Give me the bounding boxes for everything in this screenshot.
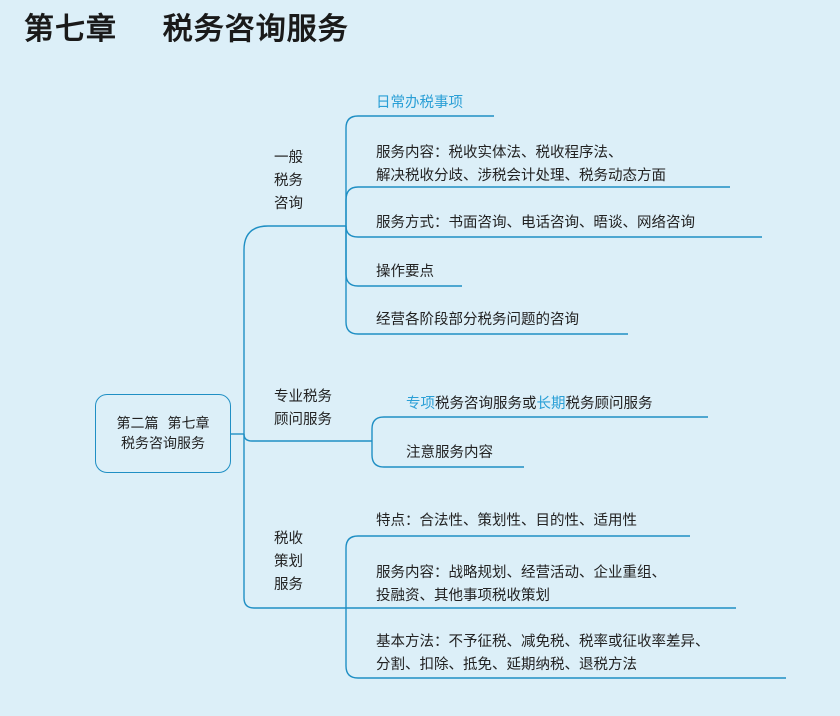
fan-2-item2 xyxy=(371,441,524,468)
branch-label-line: 顾问服务 xyxy=(274,412,332,428)
branch-label-line: 专业税务 xyxy=(274,389,332,405)
fan-3-item1 xyxy=(345,535,690,608)
item-line: 解决税收分歧、涉税会计处理、税务动态方面 xyxy=(376,168,666,184)
branch-label-line: 策划 xyxy=(274,554,303,570)
item-text: 税务顾问服务 xyxy=(565,396,653,412)
item-daily-tax-matters: 日常办税事项 xyxy=(376,95,463,111)
branch-label-line: 服务 xyxy=(274,577,303,593)
fan-1-item5 xyxy=(345,226,628,335)
item-business-stage-consulting: 经营各阶段部分税务问题的咨询 xyxy=(376,312,579,328)
fan-3-item3 xyxy=(345,608,786,679)
fan-1-item2 xyxy=(345,186,730,226)
item-line: 服务内容：税收实体法、税收程序法、 xyxy=(376,145,623,161)
branch-label-line: 咨询 xyxy=(274,196,303,212)
item-line: 基本方法：不予征税、减免税、税率或征收率差异、 xyxy=(376,634,710,650)
item-attention-content: 注意服务内容 xyxy=(406,445,493,461)
branch-label-line: 税务 xyxy=(274,173,303,189)
fan-1 xyxy=(345,115,494,226)
item-operation-points: 操作要点 xyxy=(376,264,434,280)
trunk-line-2 xyxy=(243,434,346,609)
branch-label-professional: 专业税务 顾问服务 xyxy=(274,386,332,432)
item-line: 投融资、其他事项税收策划 xyxy=(376,588,550,604)
trunk-line-3 xyxy=(243,433,372,442)
root-line-1: 第二篇 第七章 xyxy=(116,415,210,432)
branch-label-general: 一般 税务 咨询 xyxy=(274,147,303,216)
item-service-method: 服务方式：书面咨询、电话咨询、晤谈、网络咨询 xyxy=(376,215,695,231)
highlight-text: 长期 xyxy=(536,396,566,412)
trunk-line xyxy=(243,225,346,434)
page-title: 第七章 税务咨询服务 xyxy=(24,12,349,47)
item-service-content-2: 服务内容：战略规划、经营活动、企业重组、 投融资、其他事项税收策划 xyxy=(376,562,666,608)
branch-label-line: 一般 xyxy=(274,150,303,166)
highlight-text: 专项 xyxy=(406,396,435,412)
item-text: 税务咨询服务或 xyxy=(435,396,537,412)
branch-label-tax-planning: 税收 策划 服务 xyxy=(274,528,303,597)
item-basic-methods: 基本方法：不予征税、减免税、税率或征收率差异、 分割、扣除、抵免、延期纳税、退税… xyxy=(376,631,710,677)
item-special-long-term: 专项税务咨询服务或长期税务顾问服务 xyxy=(406,393,653,416)
root-node: 第二篇 第七章 税务咨询服务 xyxy=(95,394,231,473)
branch-label-line: 税收 xyxy=(274,531,303,547)
fan-2-item1 xyxy=(371,416,708,441)
root-line-2: 税务咨询服务 xyxy=(121,435,205,452)
item-line: 服务内容：战略规划、经营活动、企业重组、 xyxy=(376,565,666,581)
item-line: 分割、扣除、抵免、延期纳税、退税方法 xyxy=(376,657,637,673)
item-service-content-1: 服务内容：税收实体法、税收程序法、 解决税收分歧、涉税会计处理、税务动态方面 xyxy=(376,142,666,188)
item-characteristics: 特点：合法性、策划性、目的性、适用性 xyxy=(376,513,637,529)
